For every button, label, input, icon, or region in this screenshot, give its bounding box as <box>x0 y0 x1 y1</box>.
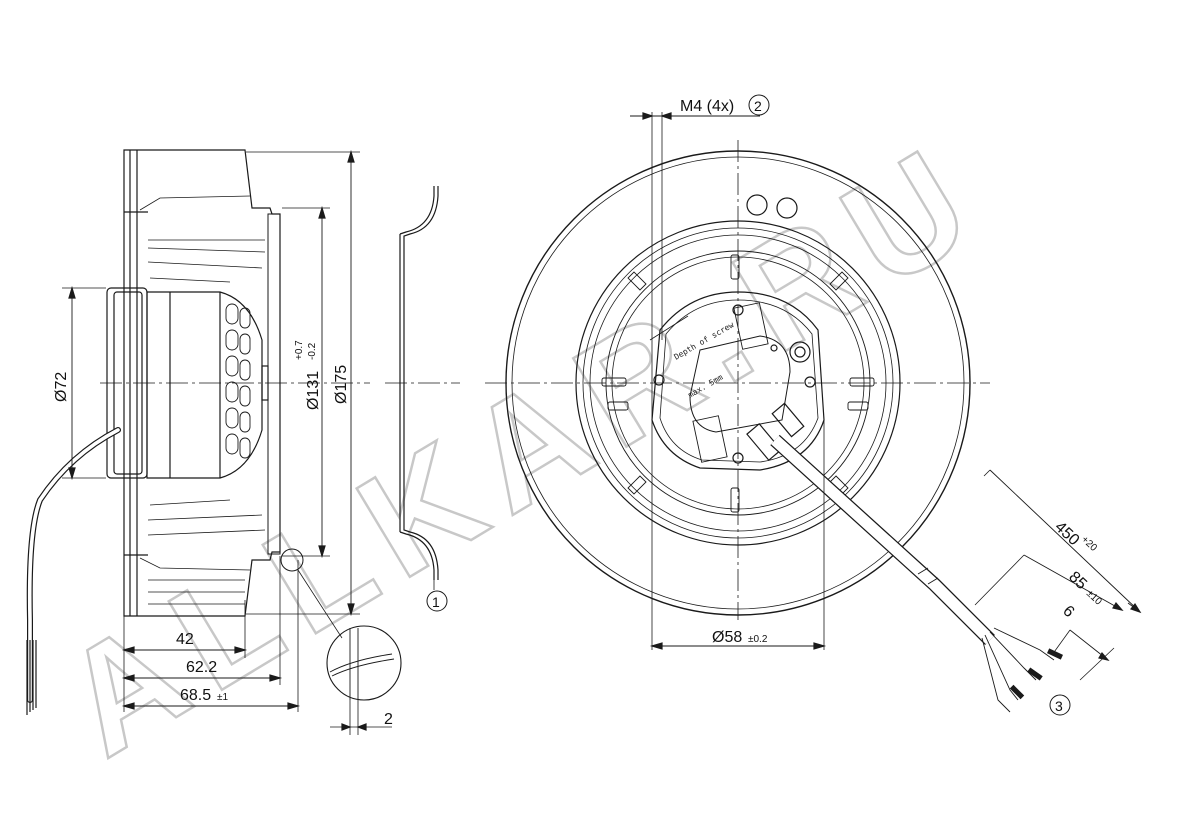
motor-fins <box>225 303 251 459</box>
hub-opening <box>689 335 791 433</box>
thread-label: M4 (4x) <box>680 98 734 115</box>
front-view <box>485 94 1142 716</box>
watermark: ALLKAR.RU <box>34 108 1012 789</box>
strip-end-label: 6 <box>1059 602 1077 621</box>
watermark-text: ALLKAR.RU <box>35 109 1010 787</box>
callout-1-circle <box>426 590 448 612</box>
callout-2-circle <box>748 94 770 116</box>
balance-hole-1 <box>746 194 768 216</box>
impeller-outer-circle <box>505 150 971 616</box>
dim-72-label: Ø72 <box>53 372 70 402</box>
ring-slots <box>601 254 875 513</box>
callout-2-label: 2 <box>754 98 762 114</box>
balance-hole-2 <box>776 197 798 219</box>
dim-68-label: 68.5 <box>180 687 211 704</box>
inlet-ring-profile <box>403 186 439 580</box>
dim-58-label: Ø58 <box>712 629 742 646</box>
dim-68-tol: ±1 <box>217 692 228 703</box>
callout-3-label: 3 <box>1055 698 1063 714</box>
inlet-ring-view <box>385 186 460 612</box>
detail-circle <box>326 625 402 701</box>
callout-3-circle <box>1049 694 1071 716</box>
screw-hole-4 <box>732 452 744 464</box>
dim-131-tol-lower: -0.2 <box>307 342 318 360</box>
detail-dim-label: 2 <box>384 711 393 728</box>
strip-length-tol: ±10 <box>1084 588 1104 608</box>
dim-131-tol-upper: +0.7 <box>294 340 305 360</box>
screw-hole-1 <box>732 304 744 316</box>
side-view-labels: Ø72 Ø131 +0.7 -0.2 Ø175 42 62.2 68.5 ±1 … <box>53 340 393 728</box>
dim-42-label: 42 <box>176 631 194 648</box>
screw-hole-3 <box>804 376 816 388</box>
cable-length-label: 450 <box>1051 518 1082 549</box>
side-view <box>26 149 402 735</box>
screw-hole-2 <box>653 374 665 386</box>
dim-175-label: Ø175 <box>333 365 350 404</box>
dim-131-label: Ø131 <box>305 371 322 410</box>
dim-62-label: 62.2 <box>186 659 217 676</box>
callout-1-label: 1 <box>432 594 440 610</box>
inlet-circle <box>575 220 901 546</box>
dim-58-tol: ±0.2 <box>748 634 768 645</box>
